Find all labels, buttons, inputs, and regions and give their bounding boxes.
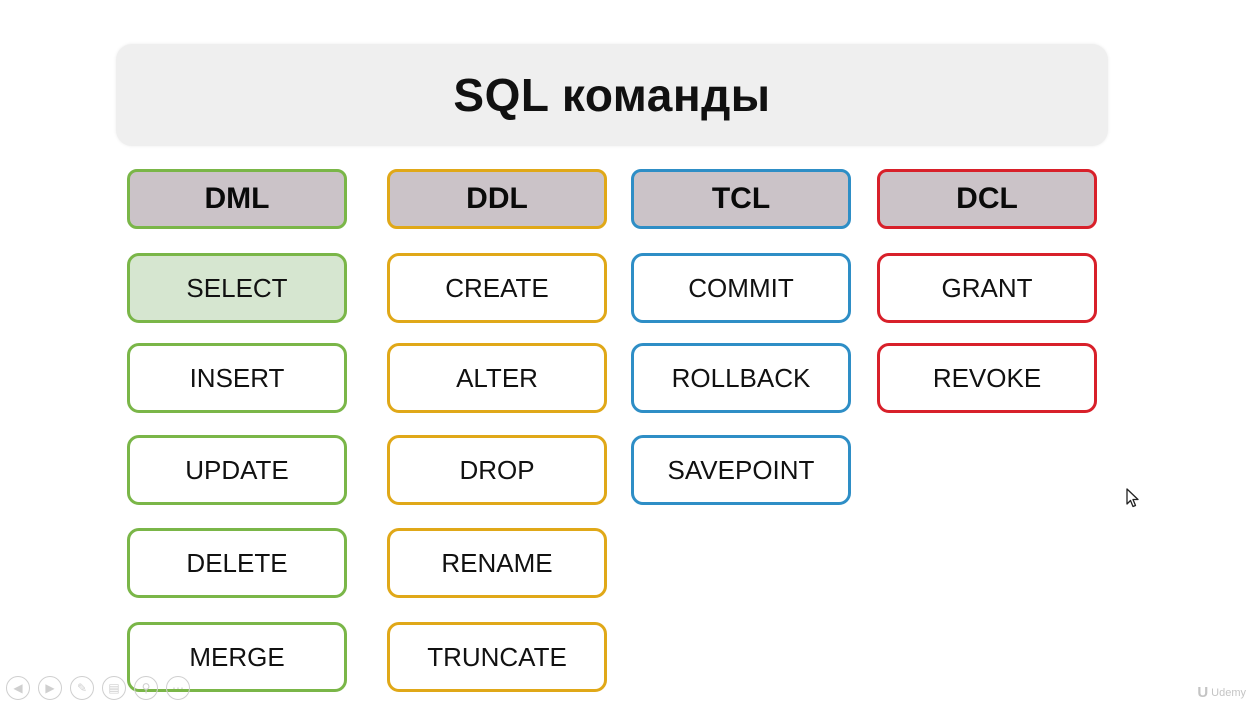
command-revoke[interactable]: REVOKE <box>877 343 1097 413</box>
command-merge[interactable]: MERGE <box>127 622 347 692</box>
pen-icon[interactable]: ✎ <box>70 676 94 700</box>
mouse-cursor-icon <box>1126 488 1140 513</box>
category-column-dcl: DCL GRANT REVOKE <box>877 169 1097 413</box>
zoom-icon[interactable]: ⚲ <box>134 676 158 700</box>
more-icon[interactable]: ⋯ <box>166 676 190 700</box>
title-bar: SQL команды <box>116 44 1108 146</box>
slides-icon[interactable]: ▤ <box>102 676 126 700</box>
command-rename[interactable]: RENAME <box>387 528 607 598</box>
category-header-ddl: DDL <box>387 169 607 229</box>
command-create[interactable]: CREATE <box>387 253 607 323</box>
command-grant[interactable]: GRANT <box>877 253 1097 323</box>
presentation-controls: ◀ ▶ ✎ ▤ ⚲ ⋯ <box>6 676 190 700</box>
category-header-tcl: TCL <box>631 169 851 229</box>
category-header-dml: DML <box>127 169 347 229</box>
command-insert[interactable]: INSERT <box>127 343 347 413</box>
slide-title: SQL команды <box>453 69 771 121</box>
command-delete[interactable]: DELETE <box>127 528 347 598</box>
category-column-tcl: TCL COMMIT ROLLBACK SAVEPOINT <box>631 169 851 505</box>
command-rollback[interactable]: ROLLBACK <box>631 343 851 413</box>
category-header-dcl: DCL <box>877 169 1097 229</box>
udemy-watermark: U Udemy <box>1197 684 1246 701</box>
command-truncate[interactable]: TRUNCATE <box>387 622 607 692</box>
command-update[interactable]: UPDATE <box>127 435 347 505</box>
category-column-dml: DML SELECT INSERT UPDATE DELETE MERGE <box>127 169 347 692</box>
udemy-logo-icon: U <box>1197 684 1209 701</box>
command-drop[interactable]: DROP <box>387 435 607 505</box>
command-savepoint[interactable]: SAVEPOINT <box>631 435 851 505</box>
command-commit[interactable]: COMMIT <box>631 253 851 323</box>
command-select[interactable]: SELECT <box>127 253 347 323</box>
udemy-watermark-text: Udemy <box>1211 686 1246 699</box>
category-column-ddl: DDL CREATE ALTER DROP RENAME TRUNCATE <box>387 169 607 692</box>
next-icon[interactable]: ▶ <box>38 676 62 700</box>
prev-icon[interactable]: ◀ <box>6 676 30 700</box>
command-alter[interactable]: ALTER <box>387 343 607 413</box>
